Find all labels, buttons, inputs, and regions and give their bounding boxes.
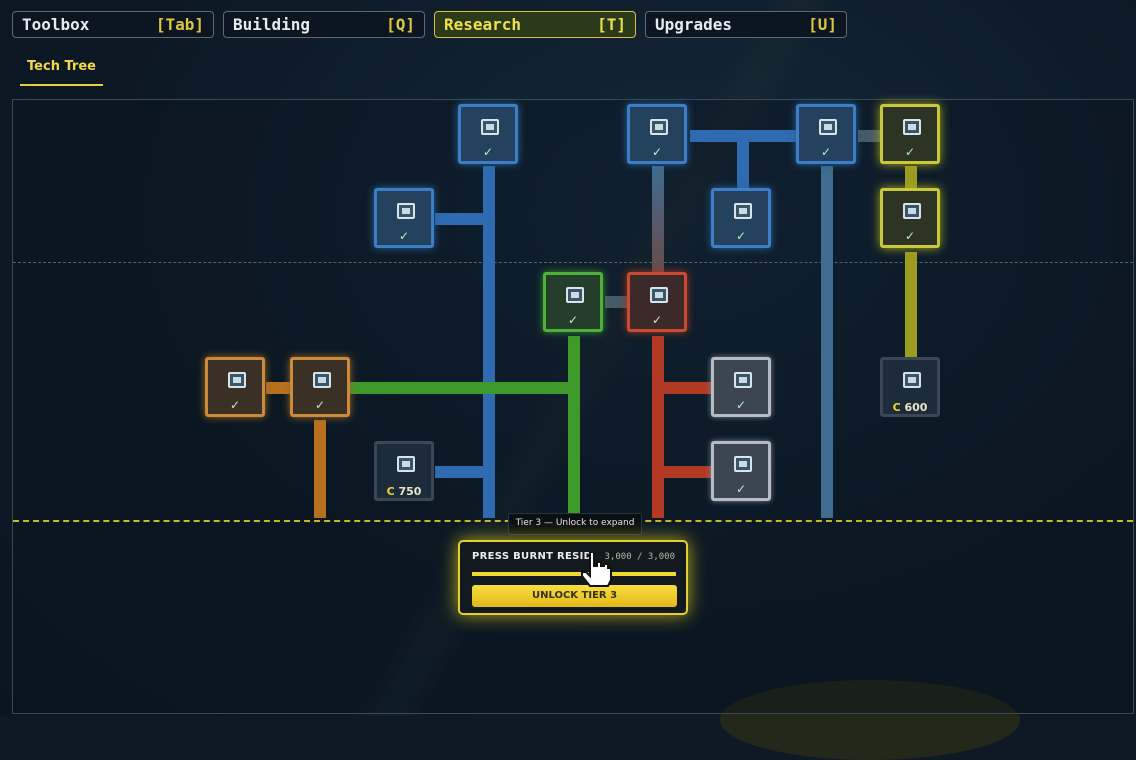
unlock-tier-button[interactable]: UNLOCK TIER 3 xyxy=(472,585,677,607)
node-cost: C 600 xyxy=(883,401,937,414)
progress-fill xyxy=(472,572,676,576)
researched-check: ✓ xyxy=(904,145,916,159)
requirement-progress: 3,000 / 3,000 xyxy=(600,552,675,562)
tech-node[interactable]: ✓ xyxy=(711,188,771,248)
unlock-tier-panel: PRESS BURNT RESID 3,000 / 3,000 UNLOCK T… xyxy=(458,540,688,615)
coin-icon: C xyxy=(892,401,905,414)
connector xyxy=(350,382,572,394)
machine-icon xyxy=(397,203,415,219)
tech-node[interactable]: ✓ xyxy=(711,357,771,417)
tab-toolbox-label: Toolbox xyxy=(22,15,90,34)
connector xyxy=(652,336,664,518)
connector xyxy=(821,166,833,518)
researched-check: ✓ xyxy=(482,145,494,159)
furnace-icon xyxy=(650,287,668,303)
tab-upgrades-key: [U] xyxy=(808,15,837,34)
connector xyxy=(905,166,917,192)
tech-node[interactable]: ✓ xyxy=(374,188,434,248)
tab-building-key: [Q] xyxy=(386,15,415,34)
researched-check: ✓ xyxy=(314,398,326,412)
researched-check: ✓ xyxy=(735,229,747,243)
coil-icon xyxy=(734,372,752,388)
node-cost: C 750 xyxy=(377,485,431,498)
hand-cursor-icon xyxy=(581,551,612,587)
researched-check: ✓ xyxy=(398,229,410,243)
connector xyxy=(266,382,292,394)
conveyor-icon xyxy=(650,119,668,135)
tab-upgrades[interactable]: Upgrades [U] xyxy=(645,11,847,38)
tech-node[interactable]: ✓ xyxy=(711,441,771,501)
researched-check: ✓ xyxy=(651,145,663,159)
researched-check: ✓ xyxy=(735,398,747,412)
core-icon xyxy=(313,372,331,388)
connector xyxy=(737,140,749,190)
tech-node-locked[interactable]: C 600 xyxy=(880,357,940,417)
sensor-icon xyxy=(903,372,921,388)
tab-research-key: [T] xyxy=(597,15,626,34)
connector xyxy=(435,213,487,225)
coin-icon: C xyxy=(386,485,399,498)
subtab-tech-tree[interactable]: Tech Tree xyxy=(20,56,103,86)
connector xyxy=(905,252,917,358)
connector xyxy=(690,130,798,142)
tech-node[interactable]: ✓ xyxy=(290,357,350,417)
drill-icon xyxy=(734,456,752,472)
monitor-icon xyxy=(819,119,837,135)
researched-check: ✓ xyxy=(735,482,747,496)
tech-node[interactable]: ✓ xyxy=(627,272,687,332)
connector xyxy=(483,166,495,518)
tab-toolbox[interactable]: Toolbox [Tab] xyxy=(12,11,214,38)
tech-node[interactable]: ✓ xyxy=(880,188,940,248)
researched-check: ✓ xyxy=(229,398,241,412)
tech-node[interactable]: ✓ xyxy=(627,104,687,164)
researched-check: ✓ xyxy=(567,313,579,327)
tech-node[interactable]: ✓ xyxy=(796,104,856,164)
connector xyxy=(314,420,326,518)
connector xyxy=(858,130,882,142)
researched-check: ✓ xyxy=(651,313,663,327)
tech-node[interactable]: ✓ xyxy=(880,104,940,164)
truck-icon xyxy=(903,119,921,135)
connector xyxy=(652,166,664,274)
tech-node[interactable]: ✓ xyxy=(543,272,603,332)
tab-research-label: Research xyxy=(444,15,522,34)
display-icon xyxy=(734,203,752,219)
top-tabs: Toolbox [Tab] Building [Q] Research [T] … xyxy=(12,11,847,38)
connector xyxy=(605,296,629,308)
splitter-icon xyxy=(566,287,584,303)
tier-tooltip: Tier 3 — Unlock to expand xyxy=(508,513,642,535)
tab-building-label: Building xyxy=(233,15,311,34)
researched-check: ✓ xyxy=(820,145,832,159)
tab-research[interactable]: Research [T] xyxy=(434,11,636,38)
cost-value: 750 xyxy=(398,485,422,498)
arrow-box-icon xyxy=(228,372,246,388)
tab-building[interactable]: Building [Q] xyxy=(223,11,425,38)
camera-icon xyxy=(481,119,499,135)
connector xyxy=(660,466,712,478)
crate-icon xyxy=(903,203,921,219)
connector xyxy=(568,336,580,518)
tier-divider xyxy=(13,262,1133,263)
cost-value: 600 xyxy=(904,401,928,414)
connector xyxy=(435,466,487,478)
tab-upgrades-label: Upgrades xyxy=(655,15,733,34)
connector xyxy=(660,382,712,394)
requirement-name: PRESS BURNT RESID xyxy=(472,551,593,562)
tech-node[interactable]: ✓ xyxy=(205,357,265,417)
tech-node[interactable]: ✓ xyxy=(458,104,518,164)
tab-toolbox-key: [Tab] xyxy=(155,15,204,34)
progress-bar xyxy=(472,572,676,576)
chip-icon xyxy=(397,456,415,472)
tech-node-locked[interactable]: C 750 xyxy=(374,441,434,501)
researched-check: ✓ xyxy=(904,229,916,243)
